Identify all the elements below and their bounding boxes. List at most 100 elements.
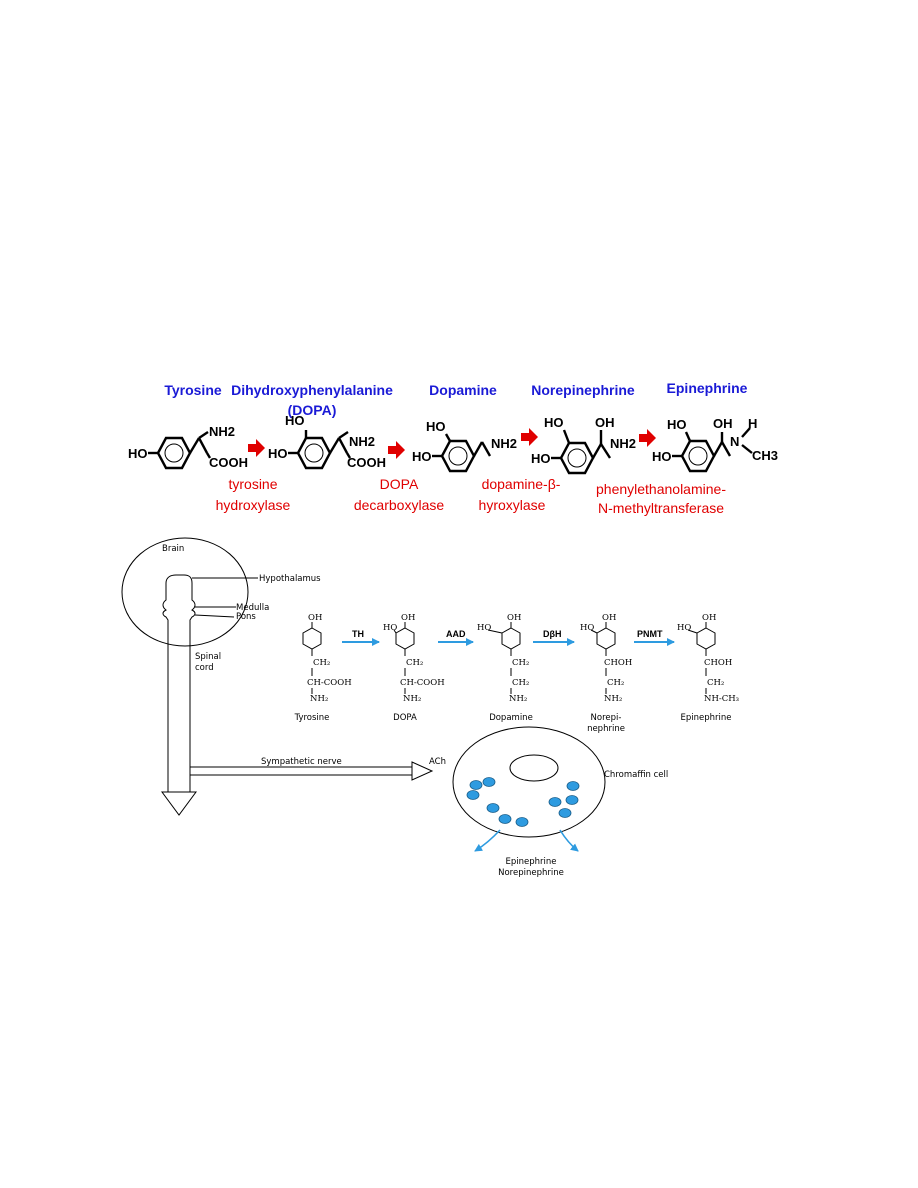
- atom-label: HO: [652, 449, 672, 464]
- group-label: CHOH: [604, 658, 632, 668]
- enzyme-abbr-th: TH: [352, 629, 364, 639]
- structure-epinephrine: HO HO OH N H CH3: [652, 416, 778, 473]
- atom-label: HO: [285, 413, 305, 428]
- medulla-label: Medulla: [236, 603, 269, 613]
- spinal-cord-label: Spinal: [195, 652, 221, 662]
- structure-dopa: HO HO NH2 COOH: [268, 413, 386, 470]
- small-compound-name: nephrine: [587, 724, 625, 734]
- atom-label: HO: [268, 446, 288, 461]
- group-label: NH₂: [310, 694, 328, 704]
- spinal-cord-arrowhead: [161, 791, 197, 816]
- enzyme-abbr-pnmt: PNMT: [637, 629, 663, 639]
- group-label: OH: [702, 613, 716, 623]
- atom-label: NH2: [209, 424, 235, 439]
- group-label: CH₂: [406, 658, 423, 668]
- spinal-cord-outline: [162, 574, 196, 792]
- group-label: NH₂: [403, 694, 421, 704]
- ach-label: ACh: [429, 757, 446, 767]
- group-label: NH-CH₃: [704, 694, 739, 704]
- enzyme-label: hyroxylase: [479, 497, 546, 513]
- group-label: HO: [677, 623, 691, 633]
- group-label: CH₂: [707, 678, 724, 688]
- enzyme-abbr-aad: AAD: [446, 629, 466, 639]
- secretory-vesicles: [466, 777, 580, 827]
- brain-outline: [121, 537, 249, 647]
- hypothalamus-label: Hypothalamus: [259, 574, 321, 584]
- atom-label: NH2: [491, 436, 517, 451]
- adrenal-pathway-diagram: Brain Hypothalamus Medulla Pons Spinal c…: [121, 537, 739, 878]
- group-label: HO: [383, 623, 397, 633]
- small-structure-tyrosine: OH CH₂ CH-COOH NH₂: [302, 613, 352, 704]
- atom-label: NH2: [610, 436, 636, 451]
- sympathetic-nerve-label: Sympathetic nerve: [261, 757, 342, 767]
- structure-dopamine: HO HO NH2: [412, 419, 517, 473]
- small-structure-dopamine: HO OH CH₂ CH₂ NH₂: [477, 613, 529, 704]
- pons-label: Pons: [236, 612, 256, 622]
- reaction-arrow-2: [388, 441, 405, 459]
- atom-label: HO: [412, 449, 432, 464]
- small-structure-dopa: HO OH CH₂ CH-COOH NH₂: [383, 613, 445, 704]
- group-label: OH: [401, 613, 415, 623]
- group-label: CH₂: [607, 678, 624, 688]
- release-label: Epinephrine: [506, 857, 557, 867]
- small-compound-name: Norepi-: [591, 713, 622, 723]
- enzyme-label: N-methyltransferase: [598, 500, 724, 516]
- enzyme-label: tyrosine: [228, 476, 277, 492]
- compound-title-dopa: Dihydroxyphenylalanine: [231, 382, 393, 398]
- group-label: CH-COOH: [307, 678, 352, 688]
- chromaffin-cell-outline: [452, 726, 606, 838]
- group-label: CH₂: [313, 658, 330, 668]
- enzyme-abbr-dbh: DβH: [543, 629, 562, 639]
- group-label: HO: [580, 623, 594, 633]
- atom-label: HO: [531, 451, 551, 466]
- reaction-arrow-1: [248, 439, 265, 457]
- atom-label: CH3: [752, 448, 778, 463]
- compound-title-epinephrine: Epinephrine: [667, 380, 748, 396]
- release-label: Norepinephrine: [498, 868, 564, 878]
- group-label: NH₂: [509, 694, 527, 704]
- structure-norepinephrine: HO HO OH NH2: [531, 415, 636, 475]
- group-label: OH: [308, 613, 322, 623]
- enzyme-label: decarboxylase: [354, 497, 444, 513]
- atom-label: HO: [544, 415, 564, 430]
- atom-label: H: [748, 416, 757, 431]
- small-compound-name: Dopamine: [489, 713, 533, 723]
- sympathetic-nerve-arrowhead: [411, 761, 434, 781]
- release-arrow-left: [474, 829, 501, 852]
- small-compound-name: Tyrosine: [294, 713, 330, 723]
- atom-label: COOH: [347, 455, 386, 470]
- spinal-cord-label: cord: [195, 663, 214, 673]
- enzyme-label: phenylethanolamine-: [596, 481, 726, 497]
- atom-label: OH: [713, 416, 733, 431]
- atom-label: COOH: [209, 455, 248, 470]
- group-label: NH₂: [604, 694, 622, 704]
- atom-label: NH2: [349, 434, 375, 449]
- group-label: HO: [477, 623, 491, 633]
- enzyme-label: dopamine-β-: [482, 476, 561, 492]
- enzyme-label: hydroxylase: [216, 497, 291, 513]
- enzyme-label: DOPA: [380, 476, 419, 492]
- small-structure-epinephrine: HO OH CHOH CH₂ NH-CH₃: [677, 613, 739, 704]
- atom-label: HO: [667, 417, 687, 432]
- atom-label: HO: [426, 419, 446, 434]
- group-label: OH: [507, 613, 521, 623]
- compound-title-dopa-abbr: (DOPA): [288, 402, 337, 418]
- nucleus-outline: [509, 754, 559, 782]
- atom-label: N: [730, 434, 739, 449]
- top-pathway: Tyrosine Dihydroxyphenylalanine (DOPA) D…: [128, 380, 778, 516]
- atom-label: OH: [595, 415, 615, 430]
- small-structure-norepinephrine: HO OH CHOH CH₂ NH₂: [580, 613, 632, 704]
- reaction-arrow-3: [521, 428, 538, 446]
- structure-tyrosine: HO NH2 COOH: [128, 424, 248, 470]
- compound-title-dopamine: Dopamine: [429, 382, 497, 398]
- group-label: CHOH: [704, 658, 732, 668]
- atom-label: HO: [128, 446, 148, 461]
- chromaffin-cell-label: Chromaffin cell: [604, 770, 668, 780]
- small-compound-name: Epinephrine: [681, 713, 732, 723]
- group-label: CH-COOH: [400, 678, 445, 688]
- small-compound-name: DOPA: [393, 713, 417, 723]
- release-arrow-right: [559, 829, 579, 852]
- group-label: OH: [602, 613, 616, 623]
- reaction-arrow-4: [639, 429, 656, 447]
